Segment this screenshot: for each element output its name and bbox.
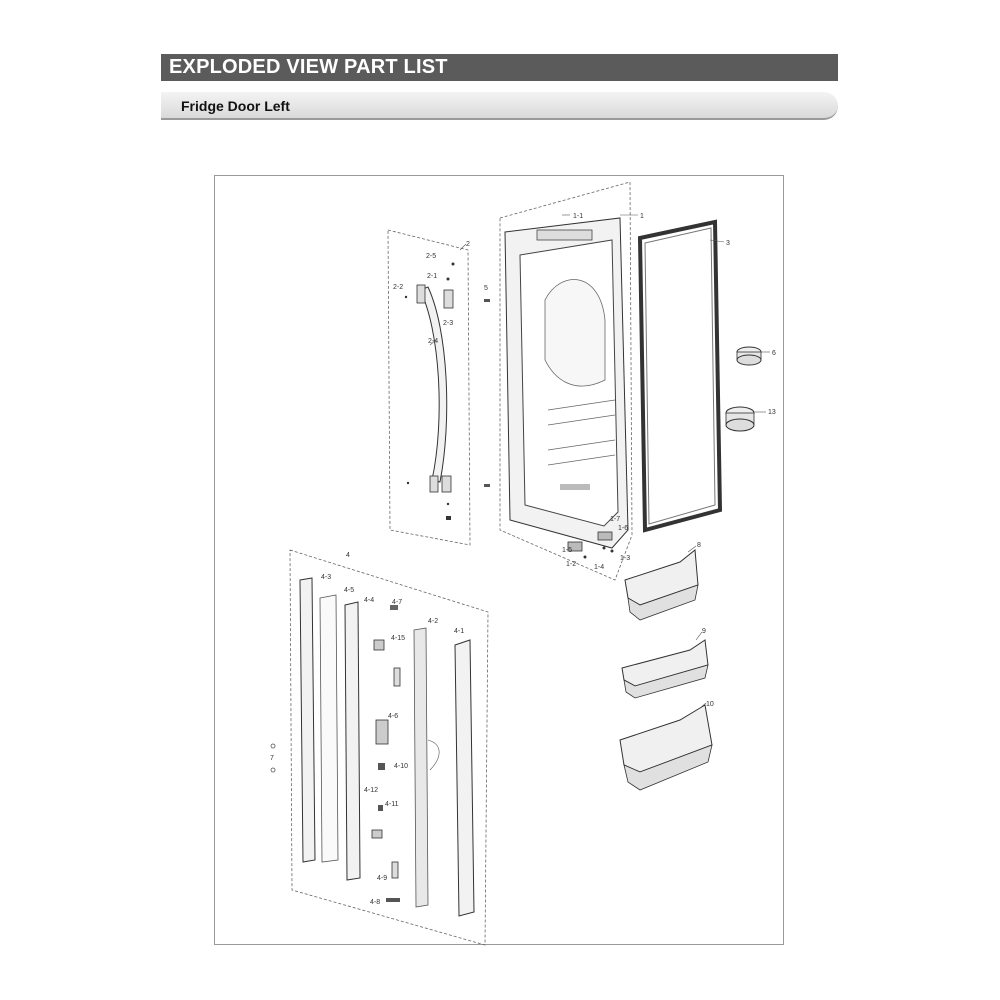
- hinge-part: [567, 541, 583, 552]
- callout-2-3: 2-3: [443, 320, 453, 327]
- callout-1: 1: [640, 213, 644, 220]
- part-7: [270, 743, 276, 749]
- screw: [610, 549, 614, 553]
- part-4-6: [375, 719, 389, 745]
- door-liner: [504, 217, 629, 549]
- callout-1-7: 1-7: [610, 516, 620, 523]
- callout-4-4: 4-4: [364, 597, 374, 604]
- screw: [446, 502, 450, 506]
- group-2-outline: [387, 229, 471, 546]
- handle-bracket-bottom: [441, 475, 452, 493]
- group-4-outline: [289, 549, 489, 946]
- callout-4-3: 4-3: [321, 574, 331, 581]
- clip: [446, 516, 451, 520]
- handle-bracket-top: [443, 289, 454, 309]
- section-subtitle: Fridge Door Left: [161, 92, 838, 120]
- part-4-15: [373, 639, 385, 651]
- door-gasket: [637, 219, 723, 533]
- callout-1-6: 1-6: [618, 525, 628, 532]
- callout-4-7: 4-7: [392, 599, 402, 606]
- callout-2-5: 2-5: [426, 253, 436, 260]
- callout-1-3: 1-3: [620, 555, 630, 562]
- pcb-4-2: [413, 627, 429, 908]
- callout-4-15: 4-15: [391, 635, 405, 642]
- screw-part-5-lower: [484, 484, 490, 487]
- callout-2-1: 2-1: [427, 273, 437, 280]
- screw-part-5: [484, 299, 490, 302]
- screw: [583, 555, 587, 559]
- screw: [451, 262, 455, 266]
- handle-cap-top: [416, 284, 426, 304]
- door-bin-8: [624, 549, 699, 621]
- callout-2: 2: [466, 241, 470, 248]
- callout-1-4: 1-4: [594, 564, 604, 571]
- part-4-10: [378, 763, 385, 770]
- cap-part-6: [736, 346, 762, 366]
- callout-4-5: 4-5: [344, 587, 354, 594]
- callout-3: 3: [726, 240, 730, 247]
- callout-4-1: 4-1: [454, 628, 464, 635]
- callout-4-8: 4-8: [370, 899, 380, 906]
- callout-1-1: 1-1: [573, 213, 583, 220]
- callout-4: 4: [346, 552, 350, 559]
- door-bin-9: [621, 639, 709, 699]
- callout-1-2: 1-2: [566, 561, 576, 568]
- callout-8: 8: [697, 542, 701, 549]
- part-7-b: [270, 767, 276, 773]
- page-title: EXPLODED VIEW PART LIST: [161, 54, 838, 81]
- handle-cap-bottom: [429, 475, 439, 493]
- callout-1-5: 1-5: [562, 547, 572, 554]
- screw: [406, 481, 410, 485]
- leader-lines: [429, 214, 770, 709]
- strip-4-5: [319, 594, 339, 863]
- strip-4-3: [299, 577, 316, 863]
- screw: [602, 546, 606, 550]
- callout-6: 6: [772, 350, 776, 357]
- part-4-9: [391, 861, 399, 879]
- callout-4-6: 4-6: [388, 713, 398, 720]
- callout-2-4: 2-4: [428, 338, 438, 345]
- door-handle: [419, 286, 448, 483]
- callout-5: 5: [484, 285, 488, 292]
- cap-part-13: [725, 406, 755, 432]
- frame-4-4: [344, 601, 361, 881]
- part-4-x: [371, 829, 383, 839]
- callout-9: 9: [702, 628, 706, 635]
- callout-13: 13: [768, 409, 776, 416]
- group-1-outline: [499, 181, 633, 581]
- part-4-11: [378, 805, 383, 811]
- callout-7: 7: [270, 755, 274, 762]
- part-4-7: [390, 605, 398, 610]
- callout-4-12: 4-12: [364, 787, 378, 794]
- door-bin-10: [619, 704, 713, 791]
- part-4-8: [386, 898, 400, 902]
- callout-4-11: 4-11: [385, 801, 399, 808]
- wire: [427, 739, 440, 771]
- hinge-part: [597, 531, 613, 541]
- screw: [404, 295, 408, 299]
- part-4-15b: [393, 667, 401, 687]
- callout-10: 10: [706, 701, 714, 708]
- callout-4-2: 4-2: [428, 618, 438, 625]
- callout-4-10: 4-10: [394, 763, 408, 770]
- callout-4-9: 4-9: [377, 875, 387, 882]
- cover-4-1: [454, 639, 475, 917]
- callout-2-2: 2-2: [393, 284, 403, 291]
- screw: [446, 277, 450, 281]
